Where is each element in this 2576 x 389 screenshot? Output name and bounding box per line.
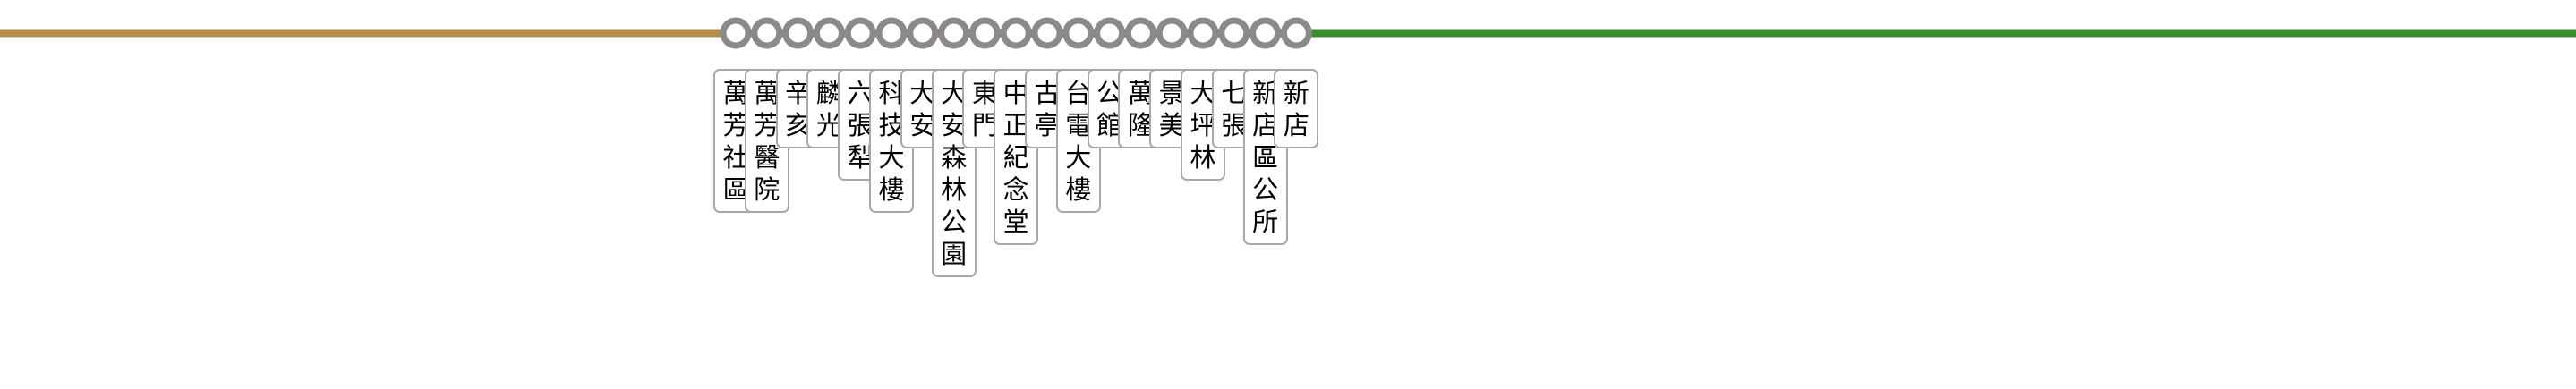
station-marker bbox=[1062, 17, 1095, 49]
station-label-char: 古 bbox=[1034, 78, 1061, 108]
station-marker bbox=[1280, 17, 1312, 49]
station-label-char: 樓 bbox=[1065, 174, 1092, 205]
station-marker bbox=[1156, 17, 1188, 49]
station-label-char: 念 bbox=[1002, 174, 1029, 205]
station-label-char: 萬 bbox=[754, 78, 780, 108]
station-label-char: 大 bbox=[1065, 142, 1092, 173]
station-label-char: 所 bbox=[1252, 207, 1279, 237]
station-label-char: 中 bbox=[1002, 78, 1029, 108]
station-label: 新店區公所 bbox=[1242, 69, 1288, 245]
station-label-char: 萬 bbox=[722, 78, 749, 108]
station-label: 新店 bbox=[1274, 69, 1319, 148]
station-label-char: 隆 bbox=[1127, 110, 1154, 140]
station-label-char: 電 bbox=[1065, 110, 1092, 140]
station-label-char: 亥 bbox=[785, 110, 812, 140]
station-marker bbox=[844, 17, 876, 49]
station-label-char: 芳 bbox=[754, 110, 780, 140]
station-marker bbox=[1000, 17, 1032, 49]
station-label-char: 犁 bbox=[847, 142, 874, 173]
station-marker bbox=[1218, 17, 1250, 49]
station-label-char: 大 bbox=[878, 142, 905, 173]
station-marker bbox=[1187, 17, 1219, 49]
station-label-char: 美 bbox=[1158, 110, 1185, 140]
station-label-char: 張 bbox=[847, 110, 874, 140]
station-label-char: 新 bbox=[1252, 78, 1279, 108]
station-label-char: 館 bbox=[1096, 110, 1123, 140]
station-marker bbox=[813, 17, 845, 49]
station-label-char: 大 bbox=[909, 78, 936, 108]
station-marker bbox=[968, 17, 1001, 49]
station-label-char: 店 bbox=[1283, 110, 1309, 140]
station-label-char: 七 bbox=[1221, 78, 1248, 108]
station-label-char: 張 bbox=[1221, 110, 1248, 140]
station-marker bbox=[720, 17, 752, 49]
station-label-char: 公 bbox=[1252, 174, 1279, 205]
station-label-char: 東 bbox=[971, 78, 998, 108]
station-label-char: 安 bbox=[941, 110, 968, 140]
station-label-char: 萬 bbox=[1127, 78, 1154, 108]
station-marker bbox=[875, 17, 908, 49]
station-label-char: 新 bbox=[1283, 78, 1309, 108]
station-marker bbox=[782, 17, 815, 49]
station-label-char: 大 bbox=[1190, 78, 1216, 108]
station-marker bbox=[1124, 17, 1156, 49]
station-label-char: 景 bbox=[1158, 78, 1185, 108]
station-label-char: 正 bbox=[1002, 110, 1029, 140]
station-label-char: 紀 bbox=[1002, 142, 1029, 173]
station-marker bbox=[1094, 17, 1126, 49]
station-label-char: 醫 bbox=[754, 142, 780, 173]
station-label-char: 樓 bbox=[878, 174, 905, 205]
station-label-char: 堂 bbox=[1002, 207, 1029, 237]
station-marker bbox=[938, 17, 970, 49]
station-marker bbox=[1250, 17, 1282, 49]
station-label-char: 園 bbox=[941, 239, 968, 269]
station-label: 中正紀念堂 bbox=[994, 69, 1039, 245]
station-label-char: 店 bbox=[1252, 110, 1279, 140]
station-label-char: 森 bbox=[941, 142, 968, 173]
station-label-char: 公 bbox=[1096, 78, 1123, 108]
station-label-char: 門 bbox=[971, 110, 998, 140]
station-marker bbox=[1031, 17, 1063, 49]
station-marker bbox=[907, 17, 939, 49]
station-label-char: 社 bbox=[722, 142, 749, 173]
station-label-char: 技 bbox=[878, 110, 905, 140]
station-label-char: 台 bbox=[1065, 78, 1092, 108]
station-label-char: 院 bbox=[754, 174, 780, 205]
station-label-char: 林 bbox=[1190, 142, 1216, 173]
station-label-char: 區 bbox=[1252, 142, 1279, 173]
station-label-char: 六 bbox=[847, 78, 874, 108]
station-label-char: 亭 bbox=[1034, 110, 1061, 140]
station-label-char: 大 bbox=[941, 78, 968, 108]
station-label-char: 辛 bbox=[785, 78, 812, 108]
station-label-char: 光 bbox=[815, 110, 842, 140]
station-label-char: 科 bbox=[878, 78, 905, 108]
station-label-char: 區 bbox=[722, 174, 749, 205]
station-label-char: 麟 bbox=[815, 78, 842, 108]
station-label-char: 安 bbox=[909, 110, 936, 140]
station-label-char: 坪 bbox=[1190, 110, 1216, 140]
station-label-char: 芳 bbox=[722, 110, 749, 140]
station-label-char: 林 bbox=[941, 174, 968, 205]
station-marker bbox=[751, 17, 783, 49]
station-label-char: 公 bbox=[941, 207, 968, 237]
